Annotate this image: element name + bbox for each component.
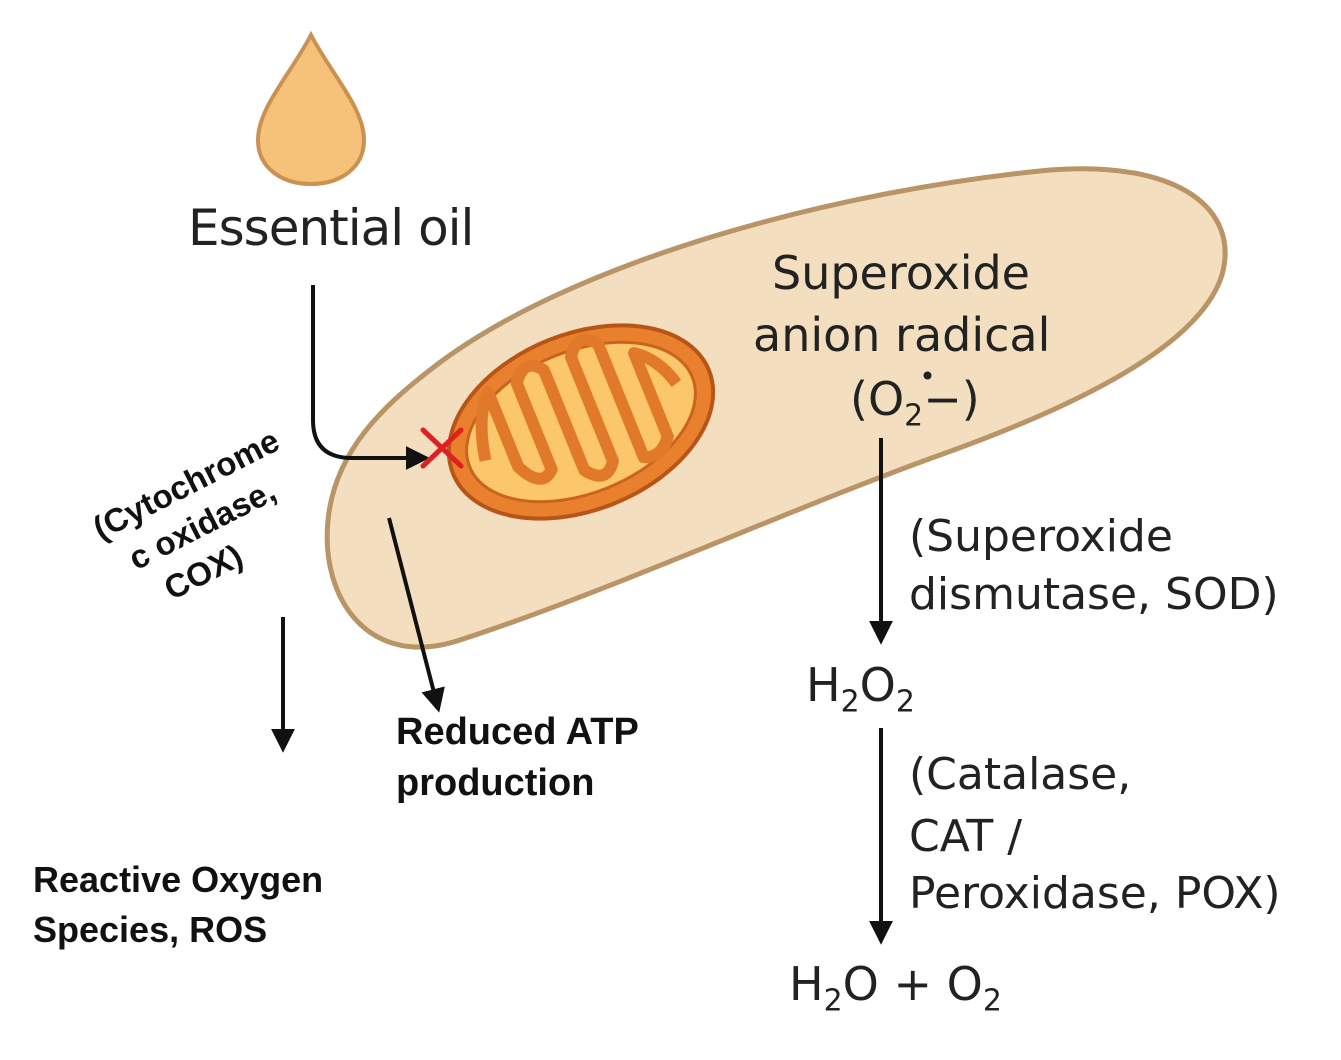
cat-line1: (Catalase, bbox=[909, 749, 1132, 800]
essential-oil-drop-icon bbox=[255, 30, 367, 187]
bacterial-cell bbox=[324, 166, 1228, 650]
h2o2-sub2: 2 bbox=[895, 684, 915, 720]
essential-oil-label: Essential oil bbox=[188, 199, 474, 257]
h2o2-o: O bbox=[859, 658, 896, 712]
water-oxygen-label: H2O + O2 bbox=[789, 957, 1002, 1016]
oil-to-mitochondria-arrow bbox=[311, 285, 430, 470]
cat-line2: CAT / bbox=[909, 811, 1023, 862]
ros-line2: Species, ROS bbox=[33, 909, 268, 950]
atp-line2: production bbox=[396, 762, 595, 804]
water-h: H bbox=[789, 957, 824, 1011]
mitochondrion-icon bbox=[446, 323, 716, 521]
water-o-plus-o: O + O bbox=[842, 957, 983, 1011]
radical-dot: • bbox=[919, 360, 936, 394]
inhibition-x-icon bbox=[420, 427, 464, 469]
sod-line2: dismutase, SOD) bbox=[909, 569, 1279, 620]
superoxide-title-line1: Superoxide bbox=[772, 246, 1030, 300]
sod-line1: (Superoxide bbox=[909, 511, 1173, 562]
superoxide-subscript: 2 bbox=[904, 398, 924, 434]
cat-line3: Peroxidase, POX) bbox=[909, 868, 1281, 919]
h2o2-sub1: 2 bbox=[840, 684, 860, 720]
water-sub: 2 bbox=[823, 983, 843, 1019]
oxygen-sub: 2 bbox=[982, 983, 1002, 1019]
h2o2-label: H2O2 bbox=[806, 658, 915, 717]
atp-arrow bbox=[387, 517, 445, 713]
superoxide-title-line2: anion radical bbox=[753, 308, 1051, 362]
h2o2-h: H bbox=[806, 658, 841, 712]
superoxide-formula-subscript-wrap: •2 bbox=[904, 362, 935, 430]
superoxide-formula: (O•2−) bbox=[850, 362, 980, 430]
ros-line1: Reactive Oxygen bbox=[33, 859, 324, 900]
superoxide-formula-close: −) bbox=[923, 372, 980, 426]
atp-line1: Reduced ATP bbox=[396, 711, 639, 753]
superoxide-formula-open: (O bbox=[850, 372, 905, 426]
